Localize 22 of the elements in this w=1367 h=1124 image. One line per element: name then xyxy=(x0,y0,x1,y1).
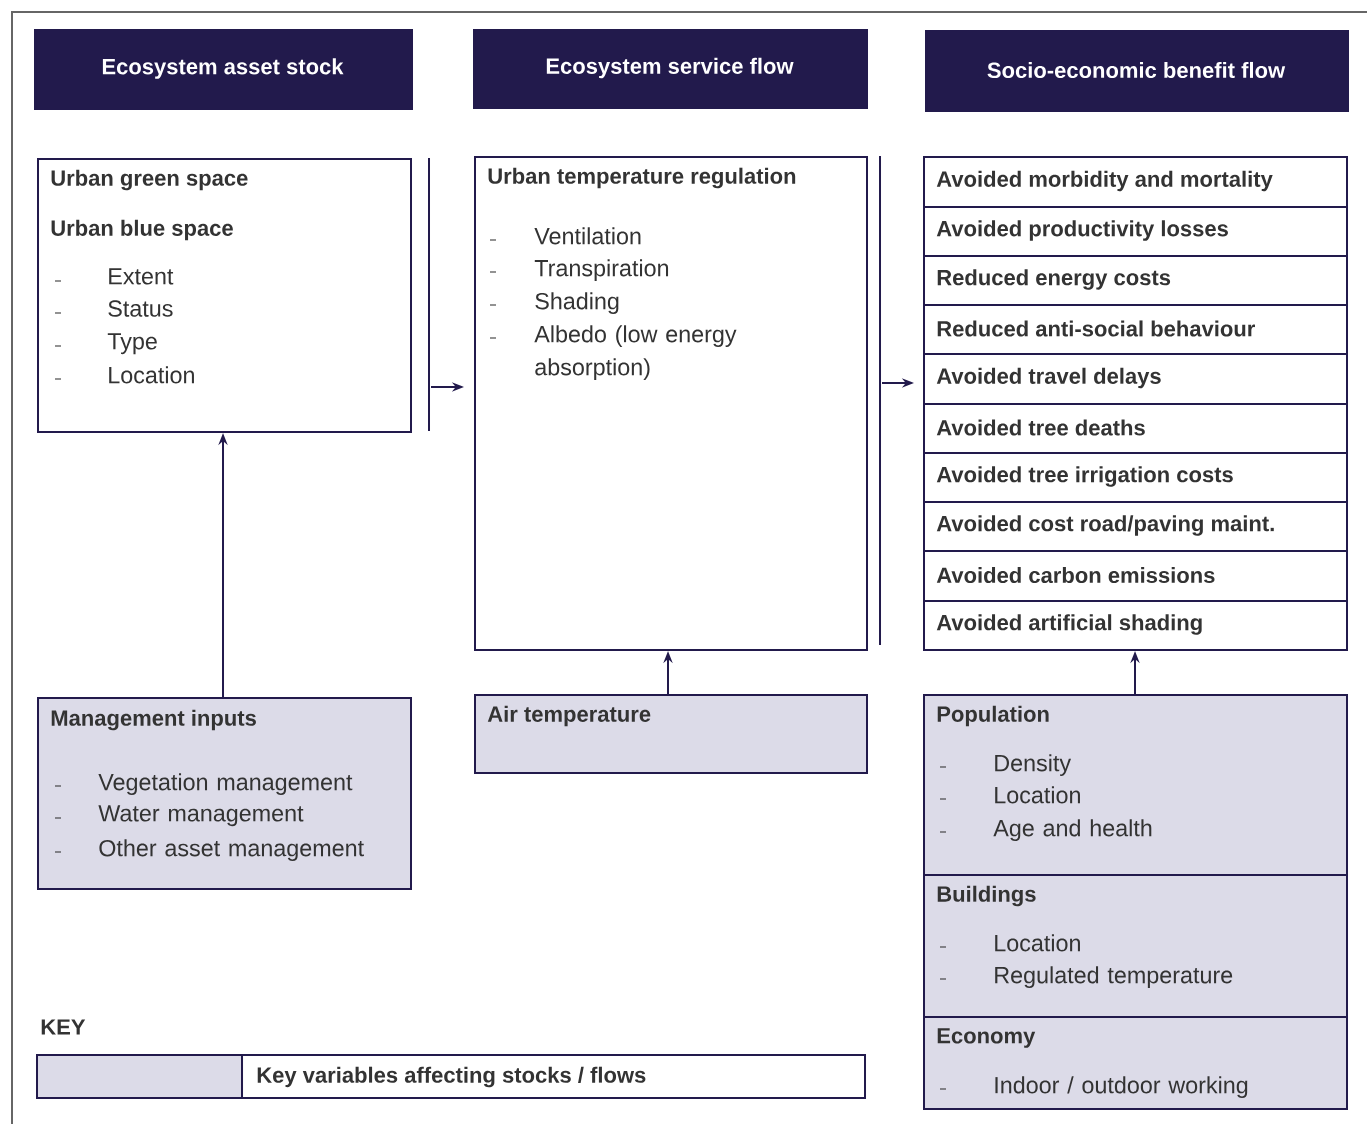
column-header: Ecosystem service flow xyxy=(473,29,868,109)
benefit-row: Reduced anti-social behaviour xyxy=(923,304,1348,355)
variable-box: Population Density Location Age and health xyxy=(923,694,1348,876)
variable-box: Economy Indoor / outdoor working xyxy=(923,1016,1348,1110)
legend-entry: Key variables affecting stocks / flows xyxy=(241,1054,866,1099)
benefit-row: Reduced energy costs xyxy=(923,255,1348,306)
variable-box: Buildings Location Regulated temperature xyxy=(923,874,1348,1018)
benefit-row: Avoided artificial shading xyxy=(923,600,1348,651)
column-header: Ecosystem asset stock xyxy=(34,29,413,110)
text-box: Urban green space Urban blue space Extent Status Type Location xyxy=(37,158,412,433)
benefit-row: Avoided productivity losses xyxy=(923,206,1348,257)
key-heading: KEY xyxy=(41,1019,86,1035)
text-box: Urban temperature regulation Ventilation Transpiration Shading Albedo (low energy absorption) xyxy=(474,156,868,651)
benefit-row: Avoided tree deaths xyxy=(923,403,1348,454)
variable-box: Air temperature xyxy=(474,694,868,774)
benefit-row: Avoided travel delays xyxy=(923,353,1348,405)
column-header: Socio-economic benefit flow xyxy=(925,30,1349,112)
benefit-row: Avoided carbon emissions xyxy=(923,550,1348,602)
benefit-row: Avoided morbidity and mortality xyxy=(923,156,1348,208)
benefit-row: Avoided tree irrigation costs xyxy=(923,452,1348,503)
benefit-row: Avoided cost road/paving maint. xyxy=(923,501,1348,552)
variable-box: Management inputs Vegetation management Water management Other asset management xyxy=(37,697,412,890)
